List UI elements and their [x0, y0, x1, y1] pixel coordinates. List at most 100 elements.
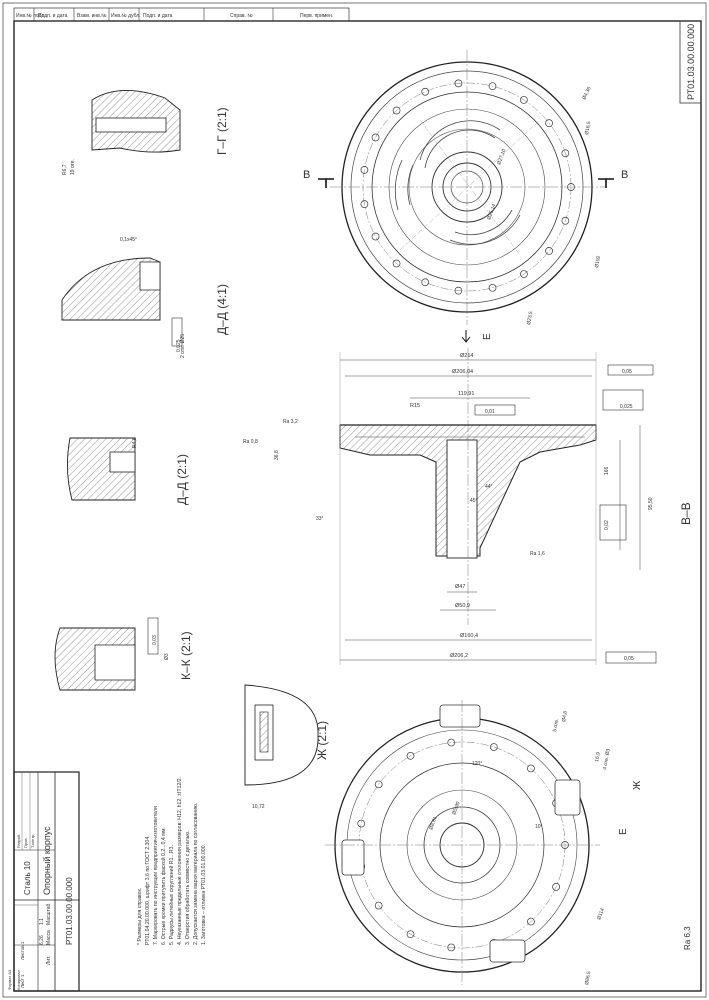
title-col-lit: Лит.	[46, 956, 52, 965]
dim-label: 166	[604, 466, 610, 475]
title-part-name: Опорный корпус	[42, 826, 52, 895]
header-cell: Подп. и дата	[38, 13, 68, 19]
dim-label: Ø16,5	[584, 121, 592, 136]
bolt-hole	[545, 247, 553, 255]
title-format: Формат A3	[7, 969, 12, 990]
dim-label: R15	[410, 403, 420, 409]
detail-zh: Ж (2:1) 10,72	[244, 684, 329, 810]
title-mass: 6,26	[39, 935, 45, 945]
top-view: В В Ø4,36 Ø16,5 Ø192 Ø23,5 Ø25,14 Ø27,10	[303, 50, 628, 325]
dim-label: Ø3	[164, 653, 170, 660]
tolerance-frame: 0,025	[620, 404, 633, 410]
roughness-label: Ra 1,6	[530, 551, 545, 557]
bolt-hole	[406, 930, 415, 939]
bolt-hole	[527, 764, 535, 773]
header-cell: Инв.№ подл.	[16, 13, 46, 19]
dim-label: Ø4,8	[561, 710, 569, 722]
dim-label: Ø4,36	[581, 86, 592, 101]
dim-label: 10,72	[252, 804, 265, 810]
bolt-holes	[360, 79, 575, 295]
bolt-hole	[454, 79, 463, 88]
bolt-hole	[371, 232, 380, 241]
view-marker-zh: Ж	[632, 780, 643, 790]
title-sheets: Листов 1	[20, 941, 25, 960]
detail-dd-2: Д–Д (2:1) R4,8	[67, 437, 189, 505]
bolt-hole	[561, 149, 570, 158]
dim-label: Ø23,5	[526, 311, 534, 326]
tolerance-frame: 0,02	[604, 520, 610, 530]
bolt-hole	[545, 119, 553, 127]
dim-label: 0,1х45°	[120, 237, 137, 243]
title-material: Сталь 10	[23, 861, 32, 895]
roughness-label: Ra 3,2	[283, 419, 298, 425]
title-block: РТ01.03.00.00.000 Опорный корпус Сталь 1…	[7, 771, 80, 992]
dim-label: 16,9	[594, 752, 602, 763]
dim-label: 119,91	[458, 391, 474, 397]
technical-notes: 1. Заготовка – отливка РТ01.03.01.00.000…	[137, 777, 207, 945]
dim-label: Ø86,5	[584, 971, 592, 986]
dim-label: 5 отв.	[552, 718, 560, 732]
header-cell: Справ. №	[230, 13, 253, 19]
header-cell: Перв. примен.	[300, 13, 333, 19]
general-roughness: Ra 6,3	[683, 926, 692, 950]
tolerance-frame: 0,01	[485, 409, 495, 415]
note-line: 3. Отверстия обработать совместно с дета…	[185, 830, 191, 945]
dim-label: Ø47	[455, 584, 465, 590]
dim-label: 2 отв. Ø25	[180, 334, 186, 358]
note-line: 6. Острые кромки притупить фаской 0,2...…	[160, 827, 167, 945]
section-marker-right: В	[621, 169, 628, 181]
dim-label: Ø192	[594, 255, 602, 268]
dim-label: Ø25,14	[486, 203, 497, 221]
title-designation: РТ01.03.00.00.000	[65, 877, 74, 945]
bolt-hole	[421, 87, 430, 96]
dim-label: 36,8	[274, 450, 280, 460]
bolt-hole	[552, 883, 560, 891]
bolt-hole	[374, 901, 383, 910]
section-marker-left: В	[303, 169, 310, 181]
bolt-hole	[454, 286, 463, 295]
bolt-hole	[360, 200, 369, 208]
detail-title: Д–Д (2:1)	[175, 454, 189, 505]
note-line: 4. Неуказанные предельные отклонения раз…	[177, 777, 183, 945]
detail-title: Г–Г (2:1)	[215, 107, 229, 155]
note-line: 5. Радиусы литейных скруглений R1...R3.	[168, 845, 175, 945]
bolt-hole	[360, 166, 369, 174]
bolt-hole	[421, 278, 430, 287]
tolerance-frame: 0,05	[622, 369, 632, 375]
bolt-hole	[488, 283, 497, 292]
corner-code-box: РТ01.03.00.00.000	[679, 20, 702, 104]
dim-label: Ø214	[460, 353, 473, 359]
header-strip: Инв.№ подл. Подп. и дата Взам. инв.№ Инв…	[13, 7, 350, 22]
bolt-hole	[392, 259, 401, 268]
bolt-hole	[447, 738, 456, 747]
dim-label: Ø160,4	[460, 633, 478, 639]
angle-label: 10°	[535, 824, 543, 830]
title-role: Т.контр.	[30, 833, 35, 848]
tolerance-frame: 0,05	[624, 656, 634, 662]
header-cell: Подп. и дата	[143, 13, 173, 19]
tolerance-frame: 0,03	[152, 635, 158, 645]
title-sheet: Лист 1	[20, 974, 25, 988]
note-line: 7. Маркировать по инструкции предприятия…	[153, 806, 159, 945]
title-role: Разраб.	[16, 834, 21, 848]
bolt-hole	[447, 943, 456, 952]
tolerance-frame: 0,025	[176, 339, 182, 352]
dim-label: 95,50	[648, 497, 654, 510]
bolt-hole	[392, 106, 401, 115]
title-col-mass: Масса	[46, 930, 52, 945]
note-line: РТ01.04.20.00.000, шрифт 3,6 по ГОСТ 2.3…	[145, 835, 151, 945]
bolt-hole	[520, 96, 528, 104]
bolt-hole	[374, 780, 383, 789]
section-vv: Ø214 Ø206,04 119,91 Ø47 Ø50,9 Ø160,4 Ø20…	[243, 330, 693, 665]
dim-label: R6,7	[62, 164, 68, 175]
bolt-hole	[488, 82, 497, 91]
detail-gg: Г–Г (2:1) R6,7 19 отв.	[62, 90, 229, 175]
section-title: В–В	[679, 502, 693, 525]
dim-label: 4 отв. Ø3	[602, 748, 612, 770]
title-role: Пров.	[23, 837, 28, 848]
note-line: * Размеры для справок.	[137, 888, 143, 945]
title-copied: Копировал	[16, 969, 21, 990]
detail-title: Ж (2:1)	[315, 721, 329, 760]
